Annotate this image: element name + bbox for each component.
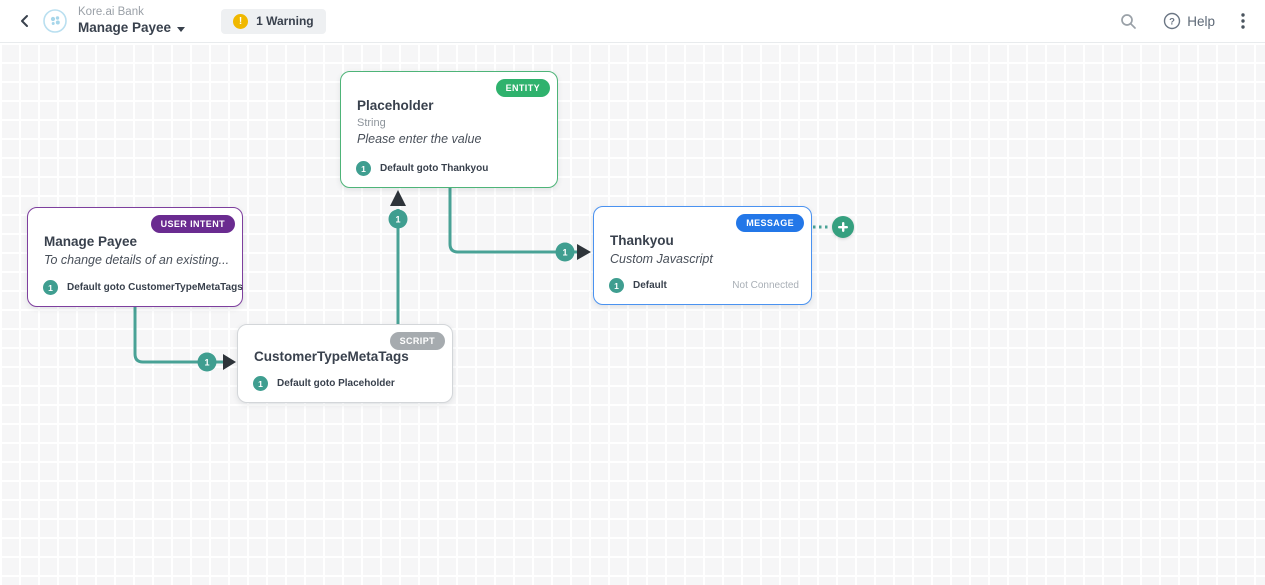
node-type-badge: MESSAGE bbox=[736, 214, 804, 232]
chevron-down-icon bbox=[177, 26, 186, 32]
node-description: Please enter the value bbox=[357, 132, 482, 146]
transition-label: Default goto Thankyou bbox=[380, 163, 489, 174]
node-transition[interactable]: 1 Default Not Connected bbox=[609, 278, 799, 293]
transition-label: Default bbox=[633, 280, 667, 291]
edge-label: 1 bbox=[197, 352, 217, 372]
arrowhead-icon bbox=[390, 190, 406, 206]
node-thankyou[interactable]: MESSAGE Thankyou Custom Javascript 1 Def… bbox=[593, 206, 812, 305]
help-label: Help bbox=[1187, 13, 1215, 29]
node-transition[interactable]: 1 Default goto Placeholder bbox=[253, 376, 440, 391]
transition-seq-badge: 1 bbox=[43, 280, 58, 295]
add-node-button[interactable] bbox=[832, 216, 854, 238]
node-title: Placeholder bbox=[357, 98, 434, 113]
header-actions: ? Help bbox=[1120, 12, 1245, 30]
task-name: Manage Payee bbox=[78, 19, 172, 35]
kebab-menu-icon bbox=[1241, 13, 1245, 29]
node-type-badge: USER INTENT bbox=[150, 215, 235, 233]
svg-text:1: 1 bbox=[204, 358, 209, 368]
node-subtitle: String bbox=[357, 117, 386, 129]
node-manage-payee[interactable]: USER INTENT Manage Payee To change detai… bbox=[27, 207, 243, 307]
breadcrumb: Kore.ai Bank Manage Payee bbox=[78, 5, 186, 37]
node-customer-type-meta-tags[interactable]: SCRIPT CustomerTypeMetaTags 1 Default go… bbox=[237, 324, 453, 403]
node-title: Thankyou bbox=[610, 233, 674, 248]
node-body: CustomerTypeMetaTags bbox=[238, 325, 452, 364]
kore-logo-icon bbox=[43, 9, 67, 33]
arrowhead-icon bbox=[577, 244, 591, 260]
more-options-button[interactable] bbox=[1241, 13, 1245, 29]
edge-placeholder-to-thankyou bbox=[448, 188, 577, 254]
task-selector[interactable]: Manage Payee bbox=[78, 19, 186, 37]
node-type-badge: SCRIPT bbox=[389, 332, 445, 350]
app-name: Kore.ai Bank bbox=[78, 6, 144, 19]
node-body: Thankyou Custom Javascript bbox=[594, 207, 811, 266]
transition-seq-badge: 1 bbox=[609, 278, 624, 293]
transition-status: Not Connected bbox=[732, 280, 799, 291]
node-type-badge: ENTITY bbox=[495, 79, 550, 97]
node-body: Placeholder String Please enter the valu… bbox=[341, 72, 557, 146]
transition-seq-badge: 1 bbox=[356, 161, 371, 176]
svg-text:1: 1 bbox=[562, 248, 567, 258]
warning-icon: ! bbox=[233, 13, 249, 29]
back-button[interactable] bbox=[12, 8, 38, 34]
warning-badge[interactable]: ! 1 Warning bbox=[221, 8, 326, 34]
node-description: To change details of an existing... bbox=[44, 253, 230, 267]
edge-label: 1 bbox=[555, 242, 575, 262]
search-icon bbox=[1121, 13, 1137, 29]
warning-count: 1 Warning bbox=[256, 14, 314, 28]
node-placeholder[interactable]: ENTITY Placeholder String Please enter t… bbox=[340, 71, 558, 188]
help-icon: ? bbox=[1164, 12, 1181, 30]
node-transition[interactable]: 1 Default goto CustomerTypeMetaTags bbox=[43, 280, 243, 295]
help-button[interactable]: ? Help bbox=[1163, 12, 1215, 30]
svg-text:?: ? bbox=[1169, 17, 1175, 28]
top-bar: Kore.ai Bank Manage Payee ! 1 Warning ? … bbox=[0, 0, 1265, 43]
edge-label: 1 bbox=[388, 209, 408, 229]
arrowhead-icon bbox=[223, 354, 236, 370]
node-body: Manage Payee To change details of an exi… bbox=[28, 208, 242, 267]
node-transition[interactable]: 1 Default goto Thankyou bbox=[356, 161, 545, 176]
chevron-left-icon bbox=[21, 15, 28, 27]
connections-layer: 1 1 1 bbox=[133, 188, 831, 372]
plus-icon bbox=[838, 222, 848, 232]
node-description: Custom Javascript bbox=[610, 252, 713, 266]
bot-logo bbox=[42, 8, 68, 34]
node-title: CustomerTypeMetaTags bbox=[254, 349, 409, 364]
search-button[interactable] bbox=[1120, 13, 1137, 30]
transition-label: Default goto Placeholder bbox=[277, 378, 395, 389]
flow-canvas[interactable]: 1 1 1 ENTITY Placeholder String Please e… bbox=[0, 43, 1265, 585]
transition-seq-badge: 1 bbox=[253, 376, 268, 391]
svg-text:1: 1 bbox=[395, 215, 400, 225]
node-title: Manage Payee bbox=[44, 234, 138, 249]
edge-manage-payee-to-script bbox=[133, 307, 223, 364]
transition-label: Default goto CustomerTypeMetaTags bbox=[67, 282, 243, 293]
